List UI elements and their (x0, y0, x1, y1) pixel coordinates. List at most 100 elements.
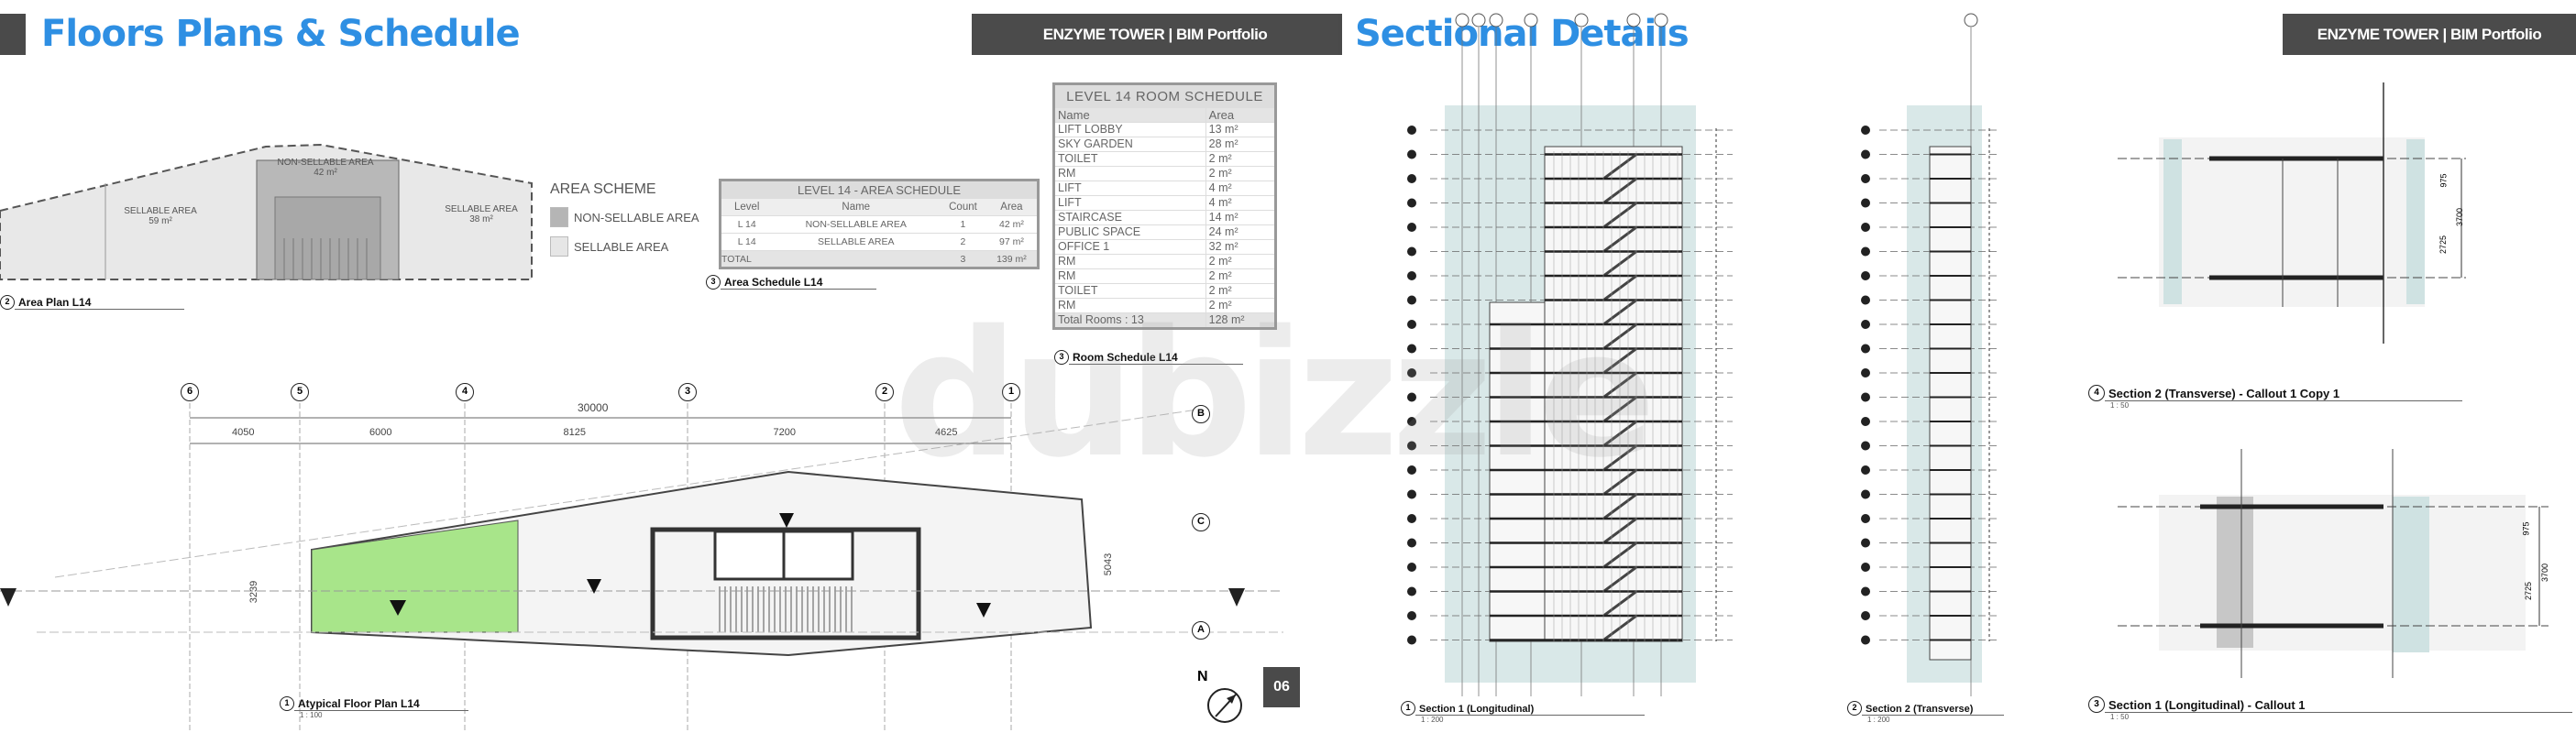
caption-text: Atypical Floor Plan L14 (294, 697, 468, 711)
side-dimension: 3239 (248, 580, 260, 604)
cell: RM (1053, 254, 1206, 269)
cell: RM (1053, 166, 1206, 181)
page-title: Floors Plans & Schedule (41, 13, 521, 55)
area-value: 59 m² (149, 216, 172, 226)
caption-number: 2 (1847, 701, 1862, 716)
column-header: Name (772, 198, 941, 216)
caption-text: Section 1 (Longitudinal) - Callout 1 (2105, 698, 2572, 713)
portfolio-badge: ENZYME TOWER | BIM Portfolio (972, 14, 1338, 55)
area-schedule-caption: 3 Area Schedule L14 (706, 275, 876, 290)
callout-dimension: 975 (2521, 521, 2531, 536)
caption-number: 1 (280, 696, 294, 711)
column-header: Count (940, 198, 986, 216)
grid-dimension: 4050 (232, 427, 255, 438)
cell: Total Rooms : 13 (1053, 312, 1206, 329)
cell: SELLABLE AREA (772, 233, 941, 251)
caption-text: Area Plan L14 (15, 296, 184, 310)
grid-bubble: 6 (181, 383, 199, 401)
callout-dimension: 3700 (2540, 563, 2550, 583)
caption-scale: 1 : 50 (2110, 401, 2130, 410)
overall-dimension: 30000 (578, 401, 609, 414)
grid-dimension: 4625 (935, 427, 958, 438)
area-value: 42 m² (314, 168, 337, 178)
sky-garden-area (311, 520, 519, 633)
legend-label: NON-SELLABLE AREA (574, 210, 699, 224)
cell: 14 m² (1205, 210, 1276, 225)
cell: 28 m² (1205, 137, 1276, 152)
area-name: NON-SELLABLE AREA (277, 158, 374, 168)
legend-item-sellable: SELLABLE AREA (550, 236, 699, 257)
cell: 42 m² (985, 215, 1039, 234)
cell: 4 m² (1205, 181, 1276, 196)
caption-number: 3 (706, 275, 721, 290)
cell: 1 (940, 215, 986, 234)
caption-number: 3 (2088, 696, 2105, 713)
column-header: Name (1053, 107, 1206, 123)
side-dimension: 5043 (1103, 552, 1115, 576)
legend-item-non-sellable: NON-SELLABLE AREA (550, 207, 699, 227)
table-title: LEVEL 14 ROOM SCHEDULE (1053, 83, 1276, 108)
callout-dimension: 3700 (2455, 207, 2465, 227)
cell (772, 250, 941, 268)
grid-bubble: 3 (678, 383, 697, 401)
legend-swatch (550, 236, 568, 257)
sections-drawing (1407, 13, 2548, 696)
caption-number: 2 (0, 295, 15, 310)
north-label: N (1197, 669, 1208, 684)
caption-text: Section 1 (Longitudinal) (1415, 704, 1645, 716)
table-title: LEVEL 14 - AREA SCHEDULE (720, 180, 1039, 199)
column-header: Area (1205, 107, 1276, 123)
area-scheme-legend: AREA SCHEME NON-SELLABLE AREA SELLABLE A… (550, 181, 699, 257)
legend-title: AREA SCHEME (550, 181, 656, 197)
caption-scale: 1 : 50 (2110, 713, 2130, 721)
cell: 2 m² (1205, 283, 1276, 299)
portfolio-badge: ENZYME TOWER | BIM Portfolio (2283, 14, 2576, 55)
page-number: 06 (1263, 667, 1300, 707)
title-accent-bar (1338, 14, 1342, 55)
cell: TOILET (1053, 283, 1206, 299)
cell: 2 m² (1205, 166, 1276, 181)
cell: 2 m² (1205, 254, 1276, 269)
legend-swatch (550, 207, 568, 227)
caption-text: Room Schedule L14 (1069, 351, 1243, 365)
cell: STAIRCASE (1053, 210, 1206, 225)
caption-scale: 1 : 100 (300, 711, 323, 719)
caption-number: 3 (1054, 350, 1069, 365)
callout-dimension: 2725 (2438, 235, 2449, 255)
cell: 2 m² (1205, 268, 1276, 284)
cell: 128 m² (1205, 312, 1276, 329)
cell: 32 m² (1205, 239, 1276, 255)
grid-bubble: 1 (1002, 383, 1020, 401)
grid-bubble: C (1192, 513, 1210, 531)
title-accent-bar (0, 14, 26, 55)
cell: RM (1053, 298, 1206, 313)
grid-dimension: 7200 (773, 427, 796, 438)
caption-number: 1 (1401, 701, 1415, 716)
cell: L 14 (720, 215, 773, 234)
grid-bubble: 4 (456, 383, 474, 401)
cell: LIFT (1053, 195, 1206, 211)
cell: 13 m² (1205, 122, 1276, 137)
watermark-logo: dubizzle (894, 293, 1657, 496)
